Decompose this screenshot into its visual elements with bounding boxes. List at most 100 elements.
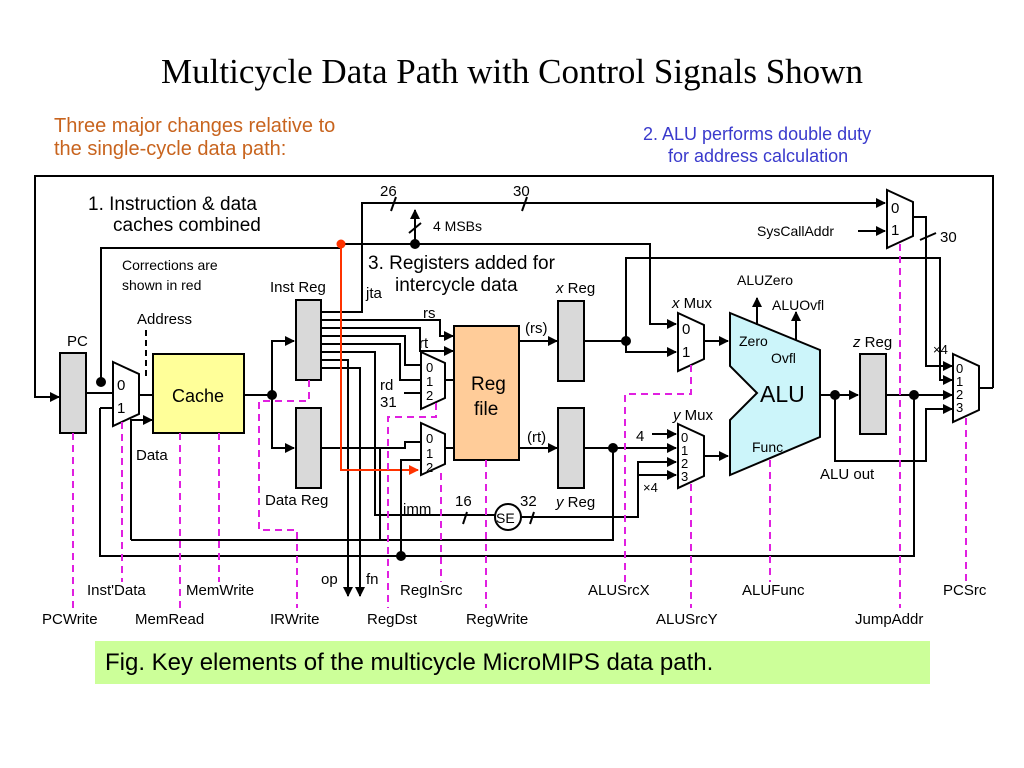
signal-memread: MemRead	[135, 611, 204, 628]
intro-text: Three major changes relative to the sing…	[54, 115, 335, 161]
w26-label: 26	[380, 183, 397, 200]
reginsrc-mux[interactable]	[420, 421, 446, 477]
y-reg[interactable]	[557, 407, 585, 489]
signal-alufunc: ALUFunc	[742, 582, 805, 599]
figure-caption: Fig. Key elements of the multicycle Micr…	[95, 641, 930, 684]
pcsrc-mux[interactable]	[952, 352, 980, 424]
w32-label: 32	[520, 493, 537, 510]
instdata-mux-in0: 0	[117, 377, 125, 394]
cache-label: Cache	[172, 386, 224, 406]
intro-line-2: the single-cycle data path:	[54, 138, 287, 160]
pcsrc-in0: 0	[956, 361, 963, 376]
regdst-mux[interactable]	[420, 350, 446, 411]
note1-line-1: 1. Instruction & data	[88, 194, 257, 215]
yreg-data-wire	[131, 448, 381, 541]
y-mux[interactable]	[677, 422, 705, 490]
reginsrc-in1: 1	[426, 446, 433, 461]
rt-to-regdst-wire	[321, 335, 421, 366]
y-mux-label: y Mux	[672, 407, 714, 424]
instdata-mux[interactable]	[112, 360, 140, 428]
w30a-tick	[521, 196, 528, 212]
rd-wire	[321, 343, 421, 381]
page-title: Multicycle Data Path with Control Signal…	[161, 52, 863, 91]
jta-label: jta	[365, 285, 383, 302]
w16-label: 16	[455, 493, 472, 510]
y-mux-in2: 2	[681, 456, 688, 471]
y-mux-in1: 1	[681, 443, 688, 458]
w30b-label: 30	[940, 229, 957, 246]
alu-out-label: ALU out	[820, 466, 875, 483]
note3-line-2: intercycle data	[395, 275, 518, 296]
jump-mux-in0: 0	[891, 200, 899, 217]
reginsrc-in0: 0	[426, 431, 433, 446]
cache-block[interactable]	[152, 353, 245, 434]
pc-to-xmux-wire	[340, 243, 677, 329]
inst-reg[interactable]	[295, 299, 322, 381]
aluout-to-pcsrc-wire	[834, 395, 953, 462]
imm-label: imm	[403, 501, 431, 518]
regdst-ctl	[387, 403, 437, 608]
alusrcx-ctl	[624, 365, 692, 582]
x-reg[interactable]	[557, 300, 585, 382]
times4-pc-label: ×4	[933, 342, 948, 357]
x-mux-label: x Mux	[671, 295, 713, 312]
instdata-mux-in1: 1	[117, 400, 125, 417]
pcsrc-in3: 3	[956, 400, 963, 415]
alu-zero-label: ALUZero	[737, 272, 793, 288]
pcsrc-in2: 2	[956, 387, 963, 402]
inst-reg-label: Inst Reg	[270, 279, 326, 296]
reg-file-label-1: Reg	[471, 374, 506, 395]
pc-feedback-wire	[34, 175, 994, 402]
y-mux-in0: 0	[681, 430, 688, 445]
signal-alusrcx: ALUSrcX	[588, 582, 650, 599]
corrections-line-1: Corrections are	[122, 257, 218, 273]
x-mux-in0: 0	[682, 321, 690, 338]
signal-reginsrc: RegInSrc	[400, 582, 463, 599]
intro-line-1: Three major changes relative to	[54, 115, 336, 137]
reg-file[interactable]	[453, 325, 520, 461]
signal-regdst: RegDst	[367, 611, 418, 628]
note-alu-double-duty: 2. ALU performs double duty for address …	[643, 123, 871, 167]
fn-label: fn	[366, 571, 379, 588]
zreg-feedback-wire	[99, 408, 400, 557]
jump-to-pcsrc-wire	[913, 216, 953, 371]
signal-memwrite: MemWrite	[186, 582, 254, 599]
rt-out-label: (rt)	[527, 429, 546, 446]
y-mux-in3: 3	[681, 469, 688, 484]
z-reg[interactable]	[859, 353, 887, 435]
msbs-tick	[408, 222, 422, 234]
jump-addr-mux[interactable]	[886, 188, 914, 250]
note3-line-1: 3. Registers added for	[368, 253, 556, 274]
alu[interactable]	[729, 311, 821, 477]
data-reg-out-wire	[321, 441, 420, 449]
w30b-tick	[919, 232, 937, 241]
reginsrc-in2: 2	[426, 460, 433, 475]
data-reg[interactable]	[295, 407, 322, 489]
msbs-label: 4 MSBs	[433, 218, 482, 234]
to-inst-reg-wire	[271, 336, 295, 395]
alu-func-port: Func	[752, 439, 783, 455]
regdst-in0: 0	[426, 360, 433, 375]
imm-wire	[321, 351, 500, 516]
note2-line-1: 2. ALU performs double duty	[643, 124, 872, 144]
x-mux[interactable]	[677, 311, 705, 373]
r31-label: 31	[380, 394, 397, 411]
rt-wire	[321, 327, 454, 356]
x-mux-in1: 1	[682, 344, 690, 361]
y-reg-label: y Reg	[555, 494, 595, 511]
pc-register[interactable]	[59, 352, 87, 434]
signal-instdata: Inst'Data	[87, 582, 146, 599]
x-reg-label: x Reg	[555, 280, 595, 297]
data-reg-label: Data Reg	[265, 492, 328, 509]
xreg-to-pcsrc-wire	[625, 257, 953, 385]
yreg-to-cache-wire	[380, 448, 614, 541]
alu-ovfl-label: ALUOvfl	[772, 297, 824, 313]
cache-data-in-wire	[130, 415, 153, 540]
regdst-in2: 2	[426, 388, 433, 403]
irwrite-ctl	[258, 380, 310, 608]
note1-line-2: caches combined	[113, 215, 261, 236]
signal-pcsrc: PCSrc	[943, 582, 987, 599]
cache-address-label: Address	[137, 311, 192, 328]
to-data-reg-wire	[271, 395, 295, 453]
signal-pcwrite: PCWrite	[42, 611, 98, 628]
